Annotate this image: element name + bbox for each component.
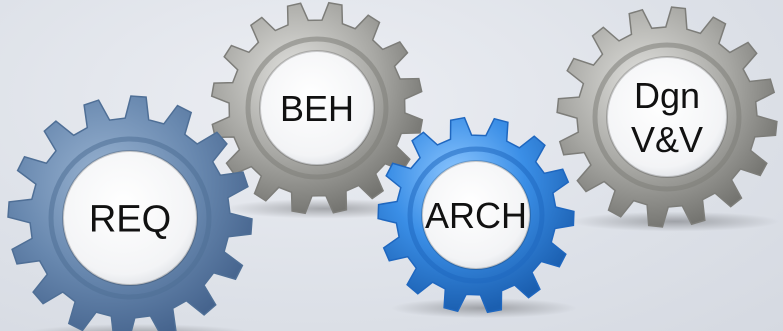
gear-face xyxy=(606,56,728,178)
gear-face xyxy=(62,150,198,286)
gear-label-dgn-line2: V&V xyxy=(631,119,703,160)
gear-arch: ARCH xyxy=(377,116,578,319)
gear-label-req: REQ xyxy=(89,199,171,241)
gear-label-beh: BEH xyxy=(280,88,354,129)
gear-label-arch: ARCH xyxy=(425,195,527,236)
gear-label-dgn-line1: Dgn xyxy=(634,75,700,116)
gear-beh: BEH xyxy=(210,1,426,219)
gear-shadow xyxy=(570,211,780,232)
gear-face xyxy=(421,160,531,270)
gear-inner-rim xyxy=(245,36,389,180)
gear-req: REQ xyxy=(7,95,253,331)
gear-inner-rim xyxy=(592,42,742,192)
gear-shadow xyxy=(224,198,426,219)
gear-inner-rim xyxy=(407,146,545,284)
gear-inner-rim xyxy=(48,136,212,300)
gear-face xyxy=(259,50,375,166)
gear-shadow xyxy=(27,323,249,331)
gear-shadow xyxy=(390,298,578,319)
